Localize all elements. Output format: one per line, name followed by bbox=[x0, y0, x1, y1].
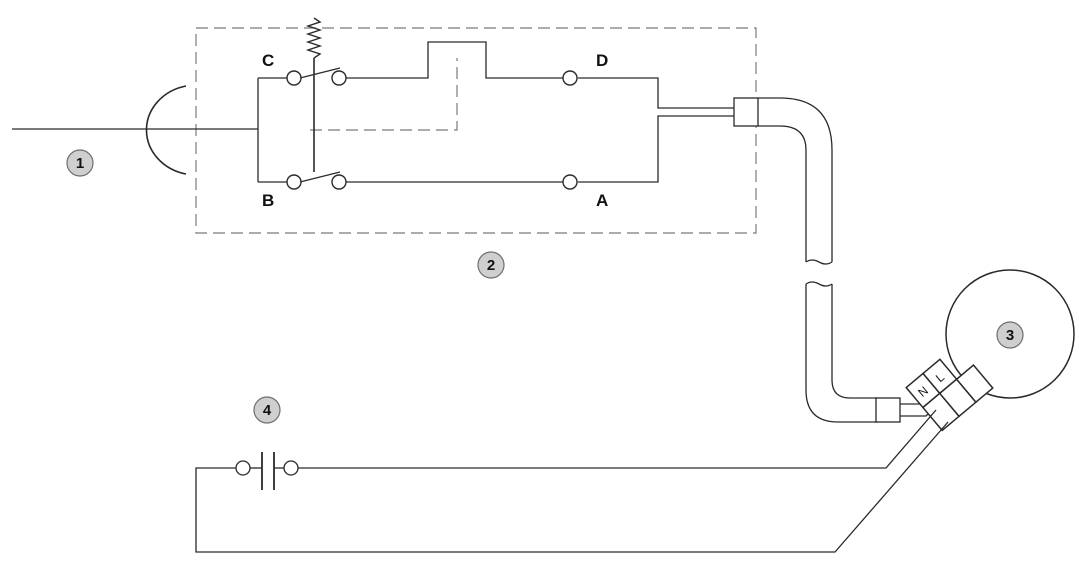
badge-1: 1 bbox=[66, 149, 94, 177]
cable-outer-bottom bbox=[805, 284, 878, 423]
return-wire bbox=[195, 421, 949, 553]
terminal-label-a: A bbox=[596, 191, 608, 210]
cable-gland bbox=[733, 97, 759, 127]
badge-3-label: 3 bbox=[1006, 327, 1014, 344]
badge-2: 2 bbox=[477, 251, 505, 279]
spring-icon bbox=[305, 17, 323, 59]
switch-circuit bbox=[257, 17, 735, 183]
badge-1-label: 1 bbox=[76, 155, 84, 172]
terminal-d bbox=[562, 70, 578, 86]
badge-3-circle bbox=[996, 321, 1024, 349]
supply-wiring bbox=[195, 409, 949, 553]
cable-break-bottom bbox=[805, 281, 833, 287]
terminal-label-b: B bbox=[262, 191, 274, 210]
capacitor-terminal-left bbox=[235, 460, 251, 476]
top-wire bbox=[346, 41, 563, 79]
feed-wire bbox=[298, 409, 937, 469]
enclosure-outline bbox=[195, 27, 757, 234]
badge-1-circle bbox=[66, 149, 94, 177]
cable bbox=[733, 97, 953, 423]
badge-3: 3 bbox=[996, 321, 1024, 349]
badge-4-label: 4 bbox=[263, 402, 272, 419]
badge-4-circle bbox=[253, 396, 281, 424]
lead-hood bbox=[145, 85, 187, 175]
badge-2-label: 2 bbox=[487, 257, 495, 274]
terminal-a bbox=[562, 174, 578, 190]
plug-extra-socket bbox=[955, 364, 994, 404]
capacitor-terminal-right bbox=[283, 460, 299, 476]
motor: N L bbox=[905, 269, 1075, 432]
plug-block: N L bbox=[905, 358, 994, 432]
terminal-b-contact bbox=[331, 174, 347, 190]
badge-4: 4 bbox=[253, 396, 281, 424]
cable-end-sleeve bbox=[875, 397, 901, 423]
terminal-label-c: C bbox=[262, 51, 274, 70]
terminal-b bbox=[286, 174, 302, 190]
terminal-c-contact bbox=[331, 70, 347, 86]
top-switch-blade bbox=[299, 67, 341, 79]
cable-outer-top bbox=[758, 97, 833, 262]
terminals bbox=[286, 70, 578, 190]
terminal-label-d: D bbox=[596, 51, 608, 70]
input-lead bbox=[12, 85, 258, 175]
cable-inner-bottom bbox=[831, 284, 878, 399]
inner-dashed-line bbox=[310, 58, 458, 131]
cable-break-top bbox=[805, 259, 833, 265]
terminal-c bbox=[286, 70, 302, 86]
bottom-switch-blade bbox=[299, 171, 341, 183]
wire-a-to-cable bbox=[578, 115, 735, 183]
dashed-enclosure bbox=[195, 27, 757, 234]
badge-2-circle bbox=[477, 251, 505, 279]
cable-inner-top bbox=[758, 125, 807, 262]
wire-d-to-cable bbox=[578, 77, 735, 109]
